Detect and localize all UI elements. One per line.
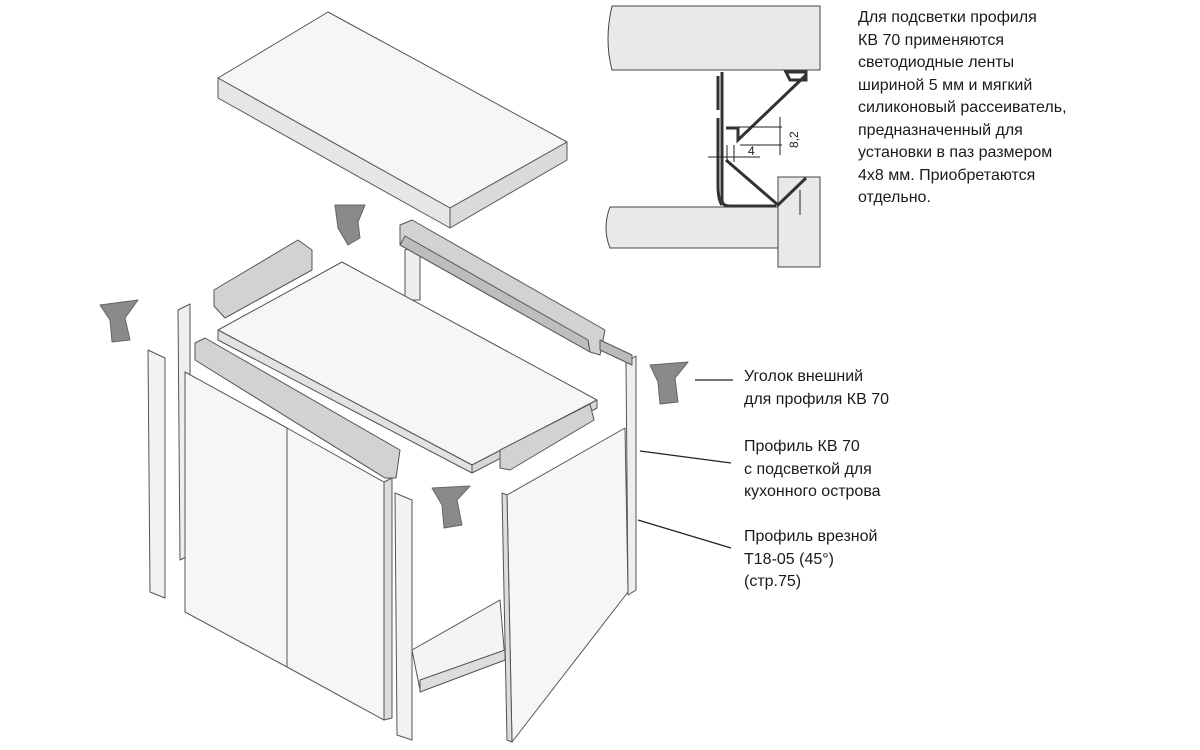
dimension-height: 8,2 bbox=[787, 131, 801, 148]
front-strip bbox=[394, 492, 413, 741]
led-description: Для подсветки профиля КВ 70 применяются … bbox=[858, 7, 1067, 210]
front-doors bbox=[184, 371, 393, 721]
corner-brackets bbox=[99, 204, 689, 529]
bottom-shelf bbox=[411, 599, 506, 693]
description-line: 4х8 мм. Приобретаются bbox=[858, 166, 1036, 184]
description-line: отдельно. bbox=[858, 189, 931, 206]
description-line: установки в паз размером bbox=[858, 144, 1053, 161]
description-line: шириной 5 мм и мягкий bbox=[858, 76, 1033, 94]
right-side-panel bbox=[501, 427, 629, 743]
callout-line: Уголок внешний bbox=[744, 368, 864, 385]
description-line: КВ 70 применяются bbox=[858, 31, 1005, 49]
profile-cross-section: 8,2 4 bbox=[605, 5, 821, 268]
description-line: Для подсветки профиля bbox=[858, 9, 1037, 26]
description-line: предназначенный для bbox=[858, 121, 1023, 139]
callout-line: для профиля КВ 70 bbox=[744, 390, 890, 408]
leader-lines bbox=[637, 379, 733, 549]
countertop bbox=[217, 11, 568, 229]
callout-line: кухонного острова bbox=[744, 483, 881, 500]
dimension-width: 4 bbox=[748, 144, 755, 158]
callout-kb70-profile: Профиль КВ 70 с подсветкой для кухонного… bbox=[744, 436, 881, 504]
description-line: силиконовый рассеиватель, bbox=[858, 99, 1067, 116]
callout-line: с подсветкой для bbox=[744, 460, 872, 478]
callout-line: Профиль врезной bbox=[744, 528, 878, 545]
left-side-strip bbox=[147, 349, 166, 599]
callout-line: Т18-05 (45°) bbox=[744, 550, 834, 568]
description-line: светодиодные ленты bbox=[858, 54, 1015, 71]
callout-external-corner: Уголок внешний для профиля КВ 70 bbox=[744, 366, 889, 411]
callout-line: (стр.75) bbox=[744, 573, 802, 590]
callout-line: Профиль КВ 70 bbox=[744, 438, 860, 455]
callout-t18-profile: Профиль врезной Т18-05 (45°) (стр.75) bbox=[744, 526, 877, 594]
right-post bbox=[625, 355, 637, 596]
kb70-profiles bbox=[194, 219, 633, 479]
